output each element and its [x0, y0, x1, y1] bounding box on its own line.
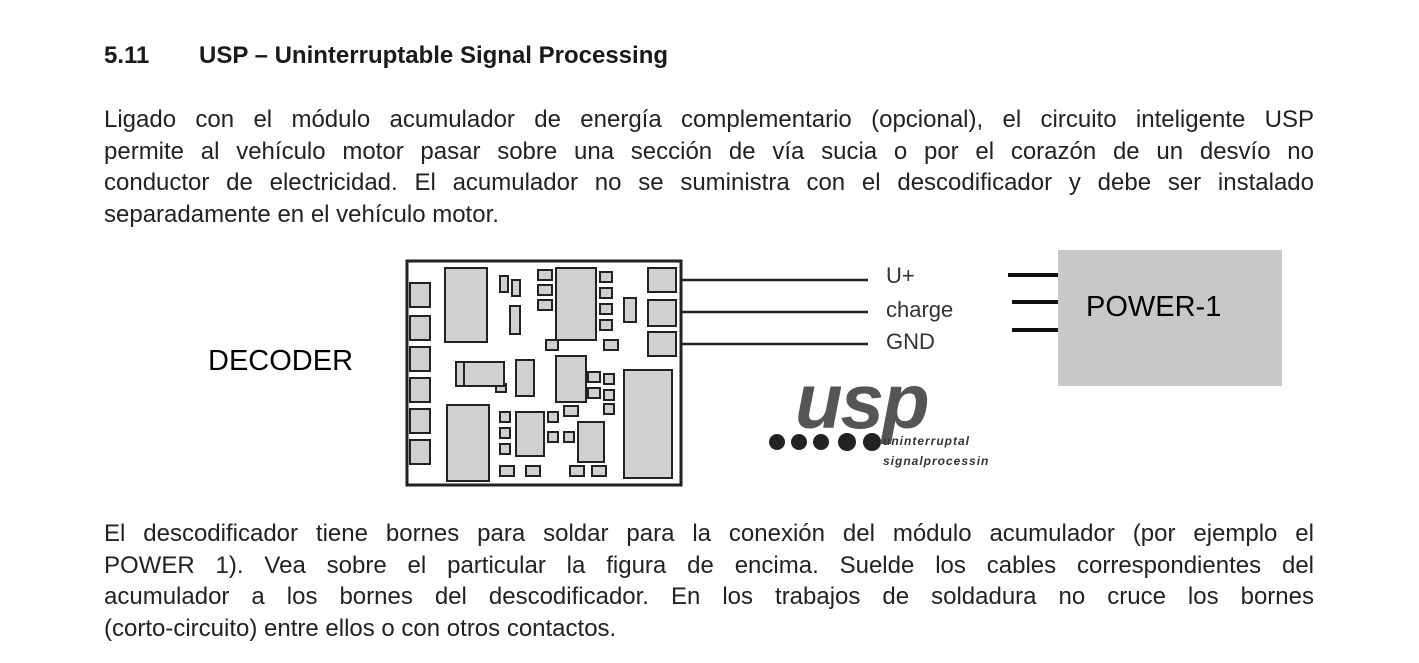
paragraph-line: Ligado con el módulo acumulador de energ…: [104, 106, 1314, 133]
instructions-paragraph: El descodificador tiene bornes para sold…: [104, 518, 1314, 644]
capacitor: [623, 369, 673, 479]
chip: [515, 411, 545, 457]
paragraph-line: conductor de electricidad. El acumulador…: [104, 169, 1314, 196]
solder-pad: [409, 282, 431, 308]
chip: [444, 267, 488, 343]
usp-logo-word: usp: [795, 357, 930, 445]
wire-pad: [647, 267, 677, 293]
decoder-board: [405, 259, 683, 487]
wire-label-uplus: U+: [886, 263, 915, 288]
wire-label-charge: charge: [886, 297, 954, 322]
solder-pad: [409, 439, 431, 465]
section-heading: 5.11 USP – Uninterruptable Signal Process…: [104, 42, 668, 70]
paragraph-line: El descodificador tiene bornes para sold…: [104, 520, 1314, 547]
chip: [577, 421, 605, 463]
paragraph-line: (corto-circuito) entre ellos o con otros…: [104, 614, 617, 642]
section-title: USP – Uninterruptable Signal Processing: [199, 42, 669, 69]
chip: [555, 355, 587, 403]
chip: [446, 404, 490, 482]
chip: [555, 267, 597, 341]
section-number: 5.11: [104, 42, 150, 69]
solder-pad: [409, 346, 431, 372]
intro-paragraph: Ligado con el módulo acumulador de energ…: [104, 104, 1314, 230]
wire-pad: [647, 299, 677, 327]
paragraph-line: acumulador a los bornes del descodificad…: [104, 583, 1314, 610]
solder-pad: [409, 408, 431, 434]
solder-pad: [409, 315, 431, 341]
paragraph-line: separadamente en el vehículo motor.: [104, 200, 499, 228]
decoder-label: DECODER: [208, 345, 354, 377]
wire-label-gnd: GND: [886, 329, 935, 354]
usp-logo-tagline-2: signalprocessin: [883, 454, 990, 468]
usp-logo-tagline-1: uninterruptal: [883, 434, 970, 448]
paragraph-line: POWER 1). Vea sobre el particular la fig…: [104, 551, 1314, 579]
power-module-label: POWER-1: [1086, 291, 1222, 323]
solder-pad: [409, 377, 431, 403]
paragraph-line: permite al vehículo motor pasar sobre un…: [104, 137, 1314, 165]
wire-pad: [647, 331, 677, 357]
